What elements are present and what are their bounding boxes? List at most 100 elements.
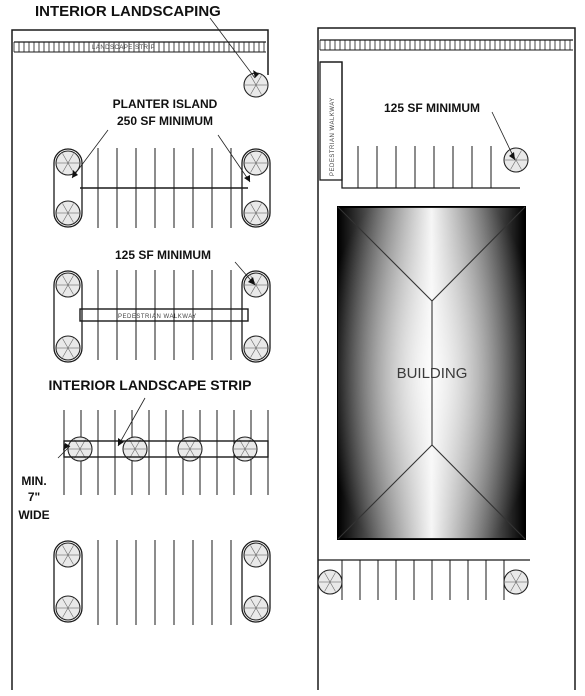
tree-branch bbox=[324, 581, 331, 592]
right-lot bbox=[317, 27, 576, 690]
tree-branch bbox=[329, 581, 336, 592]
parking-stalls bbox=[63, 146, 505, 625]
planter-islands bbox=[53, 148, 271, 623]
tree-icon bbox=[55, 335, 81, 361]
min-wide-label-3: WIDE bbox=[18, 508, 49, 522]
interior-landscaping-label: INTERIOR LANDSCAPING bbox=[35, 3, 221, 20]
tree-icon bbox=[243, 200, 269, 226]
tree-branch bbox=[250, 554, 257, 565]
tree-branch bbox=[515, 581, 522, 592]
tree-branch bbox=[510, 159, 517, 170]
tree-branch bbox=[255, 338, 262, 349]
min-125-right-label: 125 SF MINIMUM bbox=[384, 101, 480, 115]
tree-branch bbox=[255, 598, 262, 609]
tree-icon bbox=[55, 150, 81, 176]
left-lot bbox=[11, 29, 269, 690]
tree-branch bbox=[255, 284, 262, 295]
left-lot-outline bbox=[11, 29, 269, 690]
tree-icon bbox=[243, 595, 269, 621]
tree-icon bbox=[243, 542, 269, 568]
right-lot-outline bbox=[317, 27, 576, 690]
tree-branch bbox=[62, 284, 69, 295]
tree-branch bbox=[250, 212, 257, 223]
tree-icon bbox=[243, 150, 269, 176]
arrowheads bbox=[63, 70, 515, 450]
min-wide-label-1: MIN. bbox=[21, 474, 46, 488]
tree-branch bbox=[250, 598, 257, 609]
right-parking-boundary bbox=[320, 61, 520, 189]
planter-capsule bbox=[53, 540, 83, 623]
tree-icon bbox=[177, 436, 203, 462]
tree-branch bbox=[62, 347, 69, 358]
tree-branch bbox=[62, 607, 69, 618]
pedestrian-walkway-text: PEDESTRIAN WALKWAY bbox=[118, 314, 197, 320]
planter-capsule bbox=[241, 540, 271, 623]
tree-branch bbox=[250, 162, 257, 173]
pedestrian-walkway-box bbox=[79, 308, 249, 322]
tree-branch bbox=[250, 607, 257, 618]
tree-branch bbox=[62, 275, 69, 286]
tree-branch bbox=[62, 545, 69, 556]
tree-branch bbox=[250, 153, 257, 164]
tree-branch bbox=[67, 153, 74, 164]
tree-branch bbox=[515, 159, 522, 170]
tree-branch bbox=[329, 572, 336, 583]
tree-branch bbox=[255, 84, 262, 95]
tree-branch bbox=[250, 545, 257, 556]
tree-branch bbox=[67, 554, 74, 565]
tree-branch bbox=[62, 338, 69, 349]
tree-branch bbox=[62, 153, 69, 164]
tree-icon bbox=[503, 569, 529, 595]
tree-branch bbox=[255, 554, 262, 565]
tree-branch bbox=[62, 203, 69, 214]
tree-branch bbox=[255, 347, 262, 358]
tree-icon bbox=[55, 200, 81, 226]
tree-branch bbox=[255, 607, 262, 618]
tree-branch bbox=[62, 162, 69, 173]
tree-branch bbox=[67, 284, 74, 295]
tree-branch bbox=[67, 162, 74, 173]
min-wide-label-2: 7" bbox=[28, 490, 40, 504]
leader-planter-left bbox=[71, 129, 109, 179]
tree-branch bbox=[250, 347, 257, 358]
planter-island-label-2: 250 SF MINIMUM bbox=[117, 114, 213, 128]
tree-branch bbox=[510, 581, 517, 592]
tree-branch bbox=[255, 545, 262, 556]
tree-branch bbox=[67, 275, 74, 286]
tree-branch bbox=[515, 572, 522, 583]
tree-branch bbox=[250, 84, 257, 95]
tree-branch bbox=[67, 212, 74, 223]
tree-branch bbox=[255, 162, 262, 173]
building-label: BUILDING bbox=[397, 365, 468, 382]
planter-capsule bbox=[241, 270, 271, 363]
tree-branch bbox=[250, 338, 257, 349]
tree-branch bbox=[62, 598, 69, 609]
leader-interior-landscaping bbox=[209, 17, 256, 79]
tree-branch bbox=[250, 203, 257, 214]
planter-capsule bbox=[53, 270, 83, 363]
tree-branch bbox=[67, 347, 74, 358]
leader-min-wide bbox=[57, 445, 71, 459]
interior-landscape-strip-label: INTERIOR LANDSCAPE STRIP bbox=[48, 377, 251, 393]
tree-branch bbox=[515, 150, 522, 161]
top-strip-left bbox=[13, 41, 266, 53]
leader-strip bbox=[117, 397, 146, 447]
landscape-strip-top-text: LANDSCAPE STRIP bbox=[92, 45, 155, 51]
tree-branch bbox=[67, 598, 74, 609]
tree-branch bbox=[255, 203, 262, 214]
tree-branch bbox=[67, 338, 74, 349]
building: BUILDING bbox=[337, 206, 526, 540]
tree-icon bbox=[243, 335, 269, 361]
tree-branch bbox=[67, 607, 74, 618]
tree-icon bbox=[503, 147, 529, 173]
tree-branch bbox=[324, 572, 331, 583]
tree-branch bbox=[255, 212, 262, 223]
top-strip-right bbox=[319, 39, 573, 51]
tree-branch bbox=[62, 554, 69, 565]
tree-branch bbox=[255, 275, 262, 286]
tree-branch bbox=[67, 545, 74, 556]
tree-branch bbox=[250, 75, 257, 86]
planter-island-label-1: PLANTER ISLAND bbox=[113, 97, 218, 111]
